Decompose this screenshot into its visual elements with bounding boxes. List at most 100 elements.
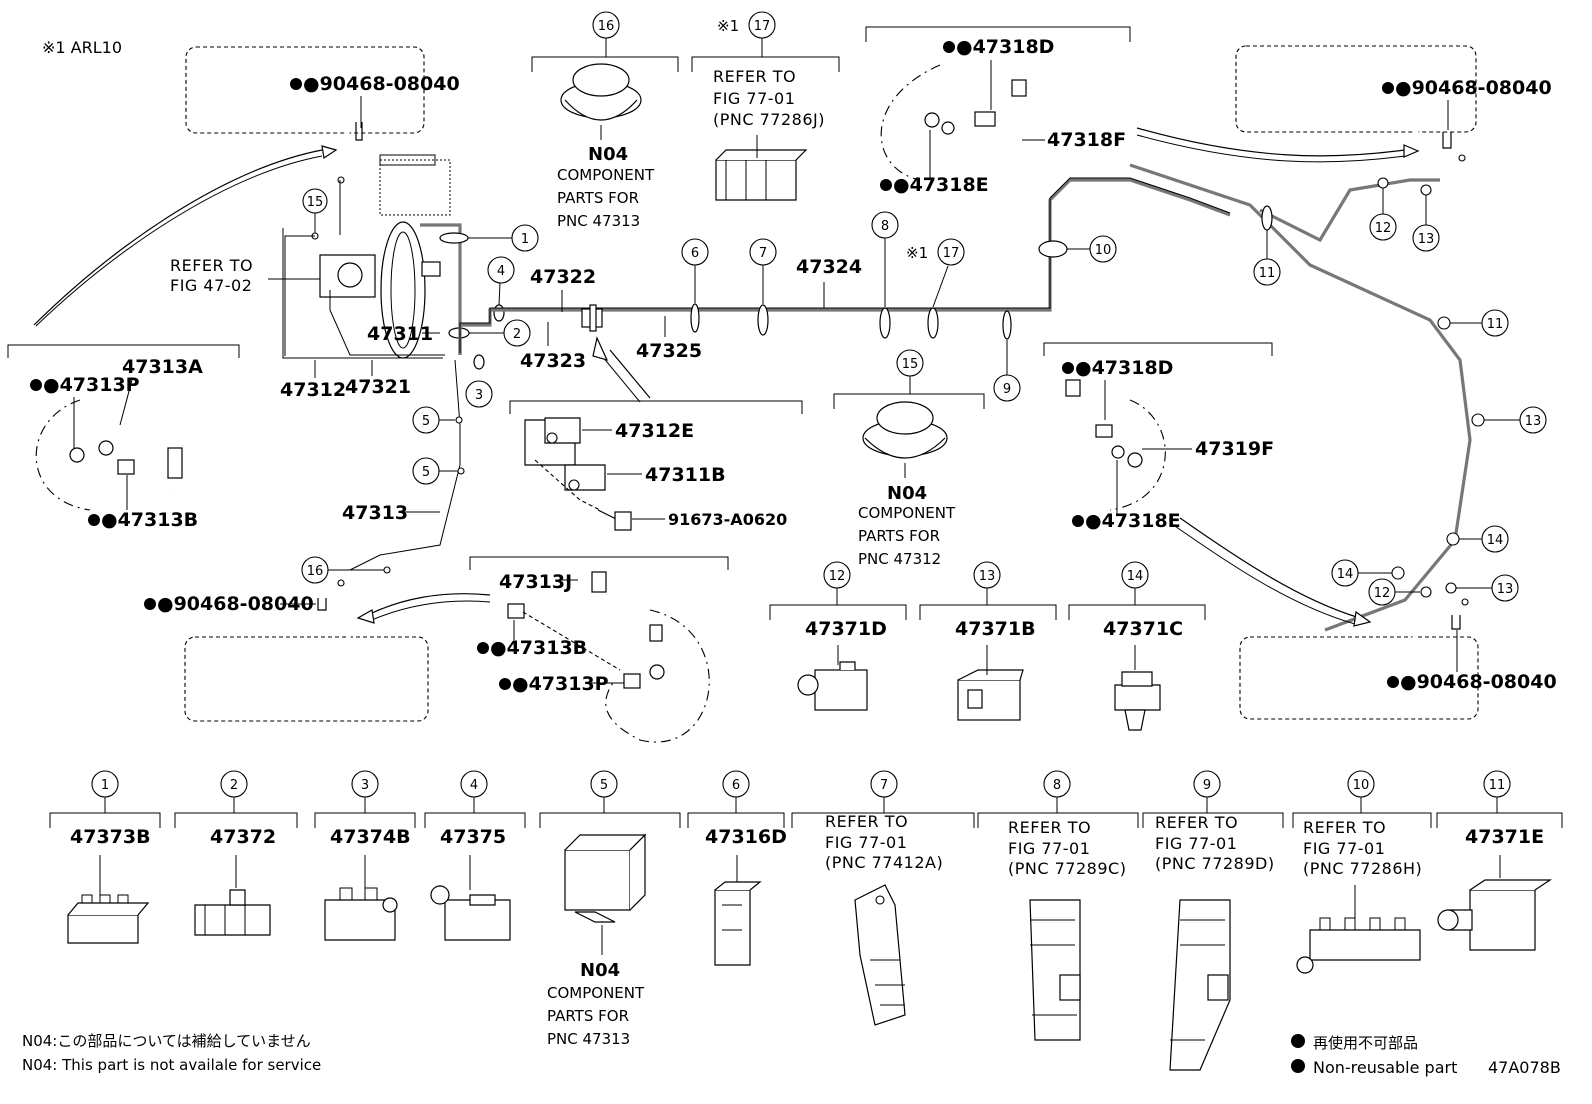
svg-text:(PNC 77412A): (PNC 77412A) bbox=[825, 853, 943, 872]
callout-2-a bbox=[503, 319, 531, 347]
bracket-47312E bbox=[524, 417, 612, 466]
part-47319F[interactable]: 47319F bbox=[1195, 438, 1274, 460]
part-47318D-b[interactable]: ●47318D bbox=[1075, 357, 1173, 379]
part-47313A[interactable]: 47313A bbox=[122, 356, 203, 378]
part-47371B[interactable]: 47371B bbox=[955, 618, 1036, 640]
svg-text:17: 17 bbox=[754, 19, 771, 34]
svg-text:PNC 47313: PNC 47313 bbox=[557, 212, 640, 230]
part-47318F[interactable]: 47318F bbox=[1047, 129, 1126, 151]
note-n04-jp: N04:この部品については補給していません bbox=[22, 1032, 311, 1050]
part-47313B-b[interactable]: ●47313B bbox=[490, 637, 587, 659]
svg-text:FIG 77-01: FIG 77-01 bbox=[1008, 839, 1090, 858]
clip-detail-topleft bbox=[336, 96, 363, 184]
part-47313J[interactable]: 47313J bbox=[499, 571, 572, 593]
svg-text:8: 8 bbox=[881, 219, 889, 234]
legend-dot-jp bbox=[1291, 1034, 1305, 1048]
part-47313B-a[interactable]: ●47313B bbox=[101, 509, 198, 531]
part-47318E-b[interactable]: ●47318E bbox=[1085, 510, 1181, 532]
clip-47374B bbox=[324, 855, 398, 941]
svg-text:13: 13 bbox=[1418, 232, 1435, 247]
clip-detail-topright bbox=[1407, 100, 1466, 162]
clamp-47371E bbox=[1437, 855, 1552, 951]
grommet-16 bbox=[560, 63, 642, 140]
svg-text:5: 5 bbox=[422, 414, 430, 429]
part-47311[interactable]: 47311 bbox=[367, 323, 433, 345]
svg-text:6: 6 bbox=[691, 246, 699, 261]
clamp-77286J bbox=[715, 135, 808, 201]
svg-text:PNC 47312: PNC 47312 bbox=[858, 550, 941, 568]
part-47372[interactable]: 47372 bbox=[210, 826, 276, 848]
callout-11-b bbox=[1481, 309, 1509, 337]
clip-47375 bbox=[430, 855, 511, 941]
part-90468-c[interactable]: ●90468-08040 bbox=[1400, 671, 1557, 693]
part-47375[interactable]: 47375 bbox=[440, 826, 506, 848]
ref-fig4702-l2: FIG 47-02 bbox=[170, 276, 252, 295]
inset-box-bottomleft bbox=[184, 636, 429, 722]
ref-7-l1: REFER TO bbox=[825, 812, 908, 831]
svg-text:6: 6 bbox=[732, 778, 740, 793]
part-47318D-a[interactable]: ●47318D bbox=[956, 36, 1054, 58]
part-47313P-b[interactable]: ●47313P bbox=[512, 673, 609, 695]
part-47316D[interactable]: 47316D bbox=[705, 826, 787, 848]
callout-12-a bbox=[1369, 213, 1397, 241]
legend-en: Non-reusable part bbox=[1313, 1058, 1457, 1077]
svg-text:4: 4 bbox=[497, 264, 505, 279]
union-fitting bbox=[581, 304, 603, 332]
part-47322[interactable]: 47322 bbox=[530, 266, 596, 288]
part-90468-d[interactable]: ●90468-08040 bbox=[157, 593, 314, 615]
svg-text:11: 11 bbox=[1487, 317, 1504, 332]
arrow-head bbox=[321, 145, 338, 160]
callout-17-b bbox=[937, 238, 965, 266]
inset-box-topright bbox=[1235, 45, 1477, 133]
part-47324[interactable]: 47324 bbox=[796, 256, 862, 278]
part-90468-b[interactable]: ●90468-08040 bbox=[1395, 77, 1552, 99]
part-47313P-a[interactable]: ●47313P bbox=[43, 374, 140, 396]
clip-47311B bbox=[564, 464, 642, 491]
part-47374B[interactable]: 47374B bbox=[330, 826, 411, 848]
svg-text:COMPONENT: COMPONENT bbox=[557, 166, 655, 184]
svg-text:13: 13 bbox=[979, 569, 996, 584]
n04-15: N04 bbox=[887, 483, 927, 504]
svg-text:14: 14 bbox=[1127, 569, 1144, 584]
part-47325[interactable]: 47325 bbox=[636, 340, 702, 362]
part-47312[interactable]: 47312 bbox=[280, 379, 346, 401]
svg-text:FIG 77-01: FIG 77-01 bbox=[825, 833, 907, 852]
part-47371E[interactable]: 47371E bbox=[1465, 826, 1544, 848]
variant-note: ※1 ARL10 bbox=[42, 38, 122, 57]
callout-6-a bbox=[681, 238, 709, 266]
part-47311B[interactable]: 47311B bbox=[645, 464, 726, 486]
svg-text:4: 4 bbox=[470, 778, 478, 793]
part-90468-a[interactable]: ●90468-08040 bbox=[303, 73, 460, 95]
svg-text:2: 2 bbox=[513, 327, 521, 342]
svg-text:(PNC 77286H): (PNC 77286H) bbox=[1303, 859, 1422, 878]
part-47373B[interactable]: 47373B bbox=[70, 826, 151, 848]
grommet-15 bbox=[862, 401, 948, 478]
part-47312E[interactable]: 47312E bbox=[615, 420, 694, 442]
mark-17-a: ※1 bbox=[717, 17, 739, 35]
part-47371C[interactable]: 47371C bbox=[1103, 618, 1183, 640]
svg-text:(PNC 77286J): (PNC 77286J) bbox=[713, 110, 825, 129]
part-47323[interactable]: 47323 bbox=[520, 350, 586, 372]
part-47318E-a[interactable]: ●47318E bbox=[893, 174, 989, 196]
part-47371D[interactable]: 47371D bbox=[805, 618, 887, 640]
ref-8-l1: REFER TO bbox=[1008, 818, 1091, 837]
part-47313[interactable]: 47313 bbox=[342, 502, 408, 524]
part-47321[interactable]: 47321 bbox=[345, 376, 411, 398]
part-91673-A0620[interactable]: 91673-A0620 bbox=[668, 510, 787, 529]
figure-code: 47A078B bbox=[1488, 1058, 1561, 1077]
svg-text:14: 14 bbox=[1337, 567, 1354, 582]
brake-hose-47313A bbox=[69, 422, 183, 492]
svg-text:11: 11 bbox=[1259, 266, 1276, 281]
clip-detail-bottomright bbox=[1409, 598, 1469, 672]
brake-line-rear-right bbox=[1259, 178, 1440, 243]
svg-text:3: 3 bbox=[361, 778, 369, 793]
svg-text:17: 17 bbox=[943, 246, 960, 261]
callout-13-b bbox=[1519, 406, 1547, 434]
svg-text:FIG 77-01: FIG 77-01 bbox=[1155, 834, 1237, 853]
callout-8-a bbox=[871, 211, 899, 239]
svg-text:10: 10 bbox=[1353, 778, 1370, 793]
ref-fig4702-l1: REFER TO bbox=[170, 256, 253, 275]
callout-13-a bbox=[1412, 224, 1440, 252]
